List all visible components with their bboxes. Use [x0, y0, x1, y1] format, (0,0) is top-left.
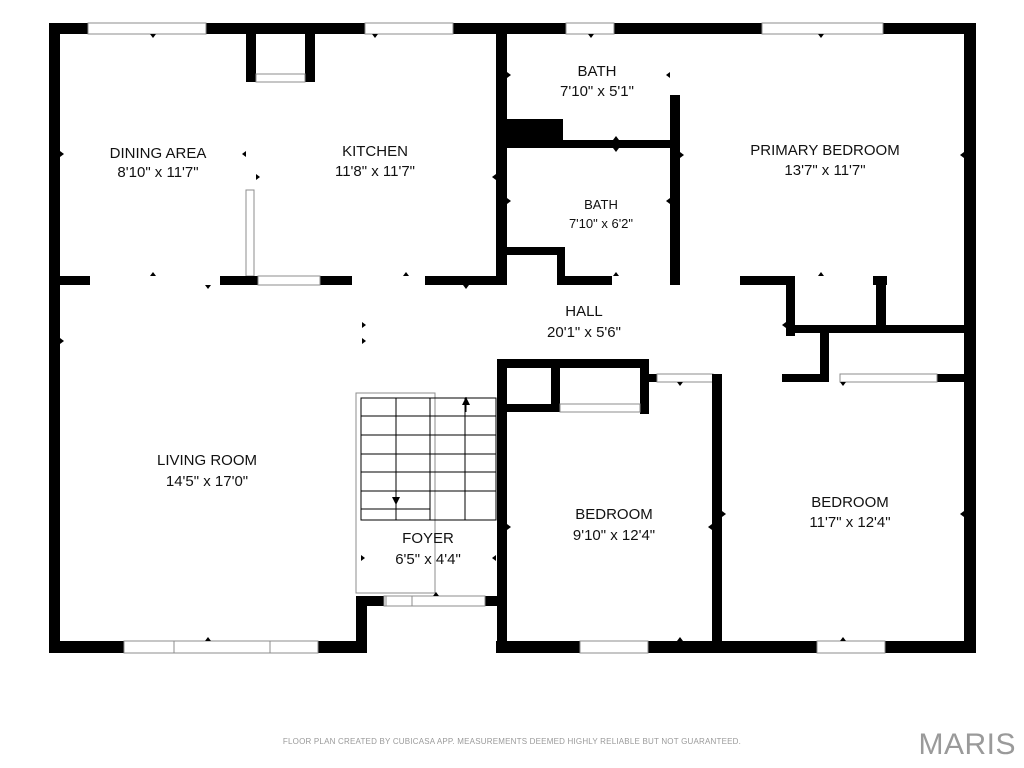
hall-dims: 20'1" x 5'6" — [547, 324, 621, 341]
foyer-label: FOYER — [402, 530, 454, 547]
bedroom-middle-label: BEDROOM — [575, 506, 653, 523]
primary-bedroom-dims: 13'7" x 11'7" — [784, 162, 865, 179]
bedroom-middle-dims: 9'10" x 12'4" — [573, 527, 655, 544]
living-room-label: LIVING ROOM — [157, 452, 257, 469]
floor-plan-disclaimer: FLOOR PLAN CREATED BY CUBICASA APP. MEAS… — [282, 737, 742, 746]
kitchen-dims: 11'8" x 11'7" — [335, 163, 415, 180]
bath-upper-label: BATH — [578, 63, 617, 80]
interior-walls — [60, 23, 976, 649]
hall-label: HALL — [565, 303, 603, 320]
living-room-dims: 14'5" x 17'0" — [166, 473, 248, 490]
measurement-ticks — [60, 34, 964, 641]
bedroom-right-dims: 11'7" x 12'4" — [809, 514, 890, 531]
staircase — [360, 397, 497, 521]
foyer-dims: 6'5" x 4'4" — [395, 551, 461, 568]
bath-lower-dims: 7'10" x 6'2" — [569, 216, 633, 231]
kitchen-label: KITCHEN — [342, 143, 408, 160]
bedroom-right-label: BEDROOM — [811, 494, 889, 511]
maris-logo: MARIS — [918, 728, 1016, 761]
bath-upper-dims: 7'10" x 5'1" — [560, 83, 634, 100]
dining-area-dims: 8'10" x 11'7" — [117, 164, 198, 181]
dining-area-label: DINING AREA — [110, 145, 207, 162]
primary-bedroom-label: PRIMARY BEDROOM — [750, 142, 899, 159]
bath-lower-label: BATH — [584, 197, 618, 212]
windows — [87, 22, 886, 654]
exterior-walls — [49, 23, 976, 653]
room-labels: DINING AREA 8'10" x 11'7" KITCHEN 11'8" … — [110, 63, 900, 568]
